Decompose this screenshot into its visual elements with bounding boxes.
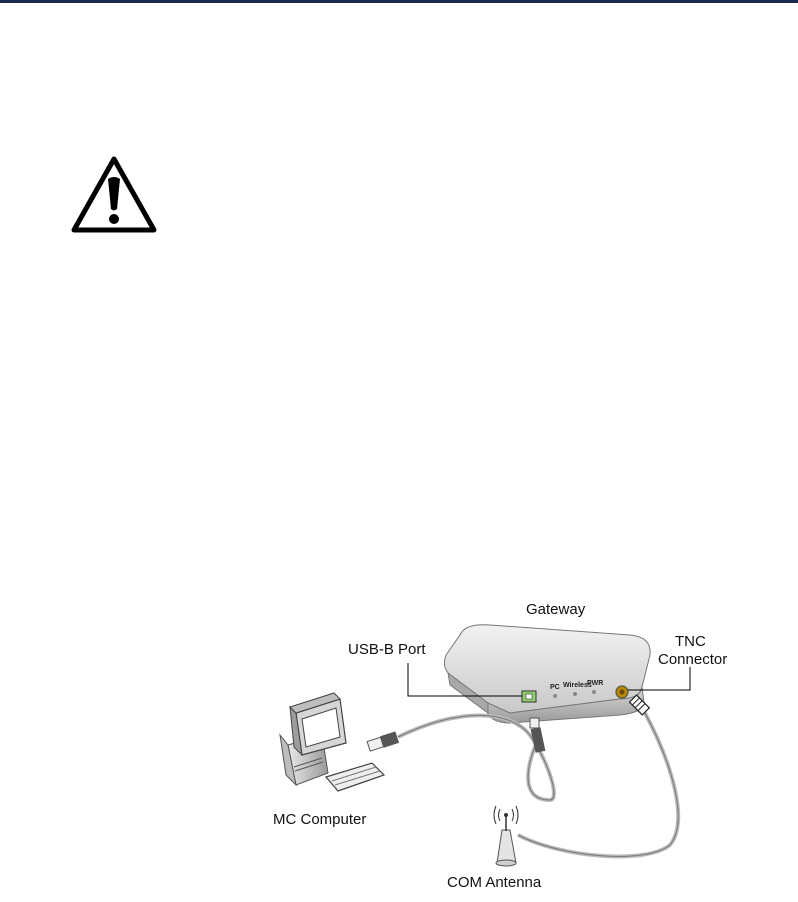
tnc-connector-label-line1: TNC <box>675 633 706 650</box>
usb-b-port-label: USB-B Port <box>348 641 426 658</box>
tnc-connector-label-line2: Connector <box>658 651 727 668</box>
warning-triangle-icon <box>70 155 158 235</box>
antenna-cable <box>518 713 678 856</box>
gateway-label: Gateway <box>526 601 585 618</box>
led-label-pwr: PWR <box>587 680 603 687</box>
com-antenna <box>494 806 518 866</box>
led-label-pc: PC <box>550 684 560 691</box>
gateway-device <box>444 625 650 723</box>
connection-diagram: PC Wireless PWR <box>260 595 730 895</box>
usb-a-plug <box>367 731 399 752</box>
mc-computer-label: MC Computer <box>273 811 366 828</box>
header-rule <box>0 0 798 3</box>
com-antenna-label: COM Antenna <box>447 874 541 891</box>
